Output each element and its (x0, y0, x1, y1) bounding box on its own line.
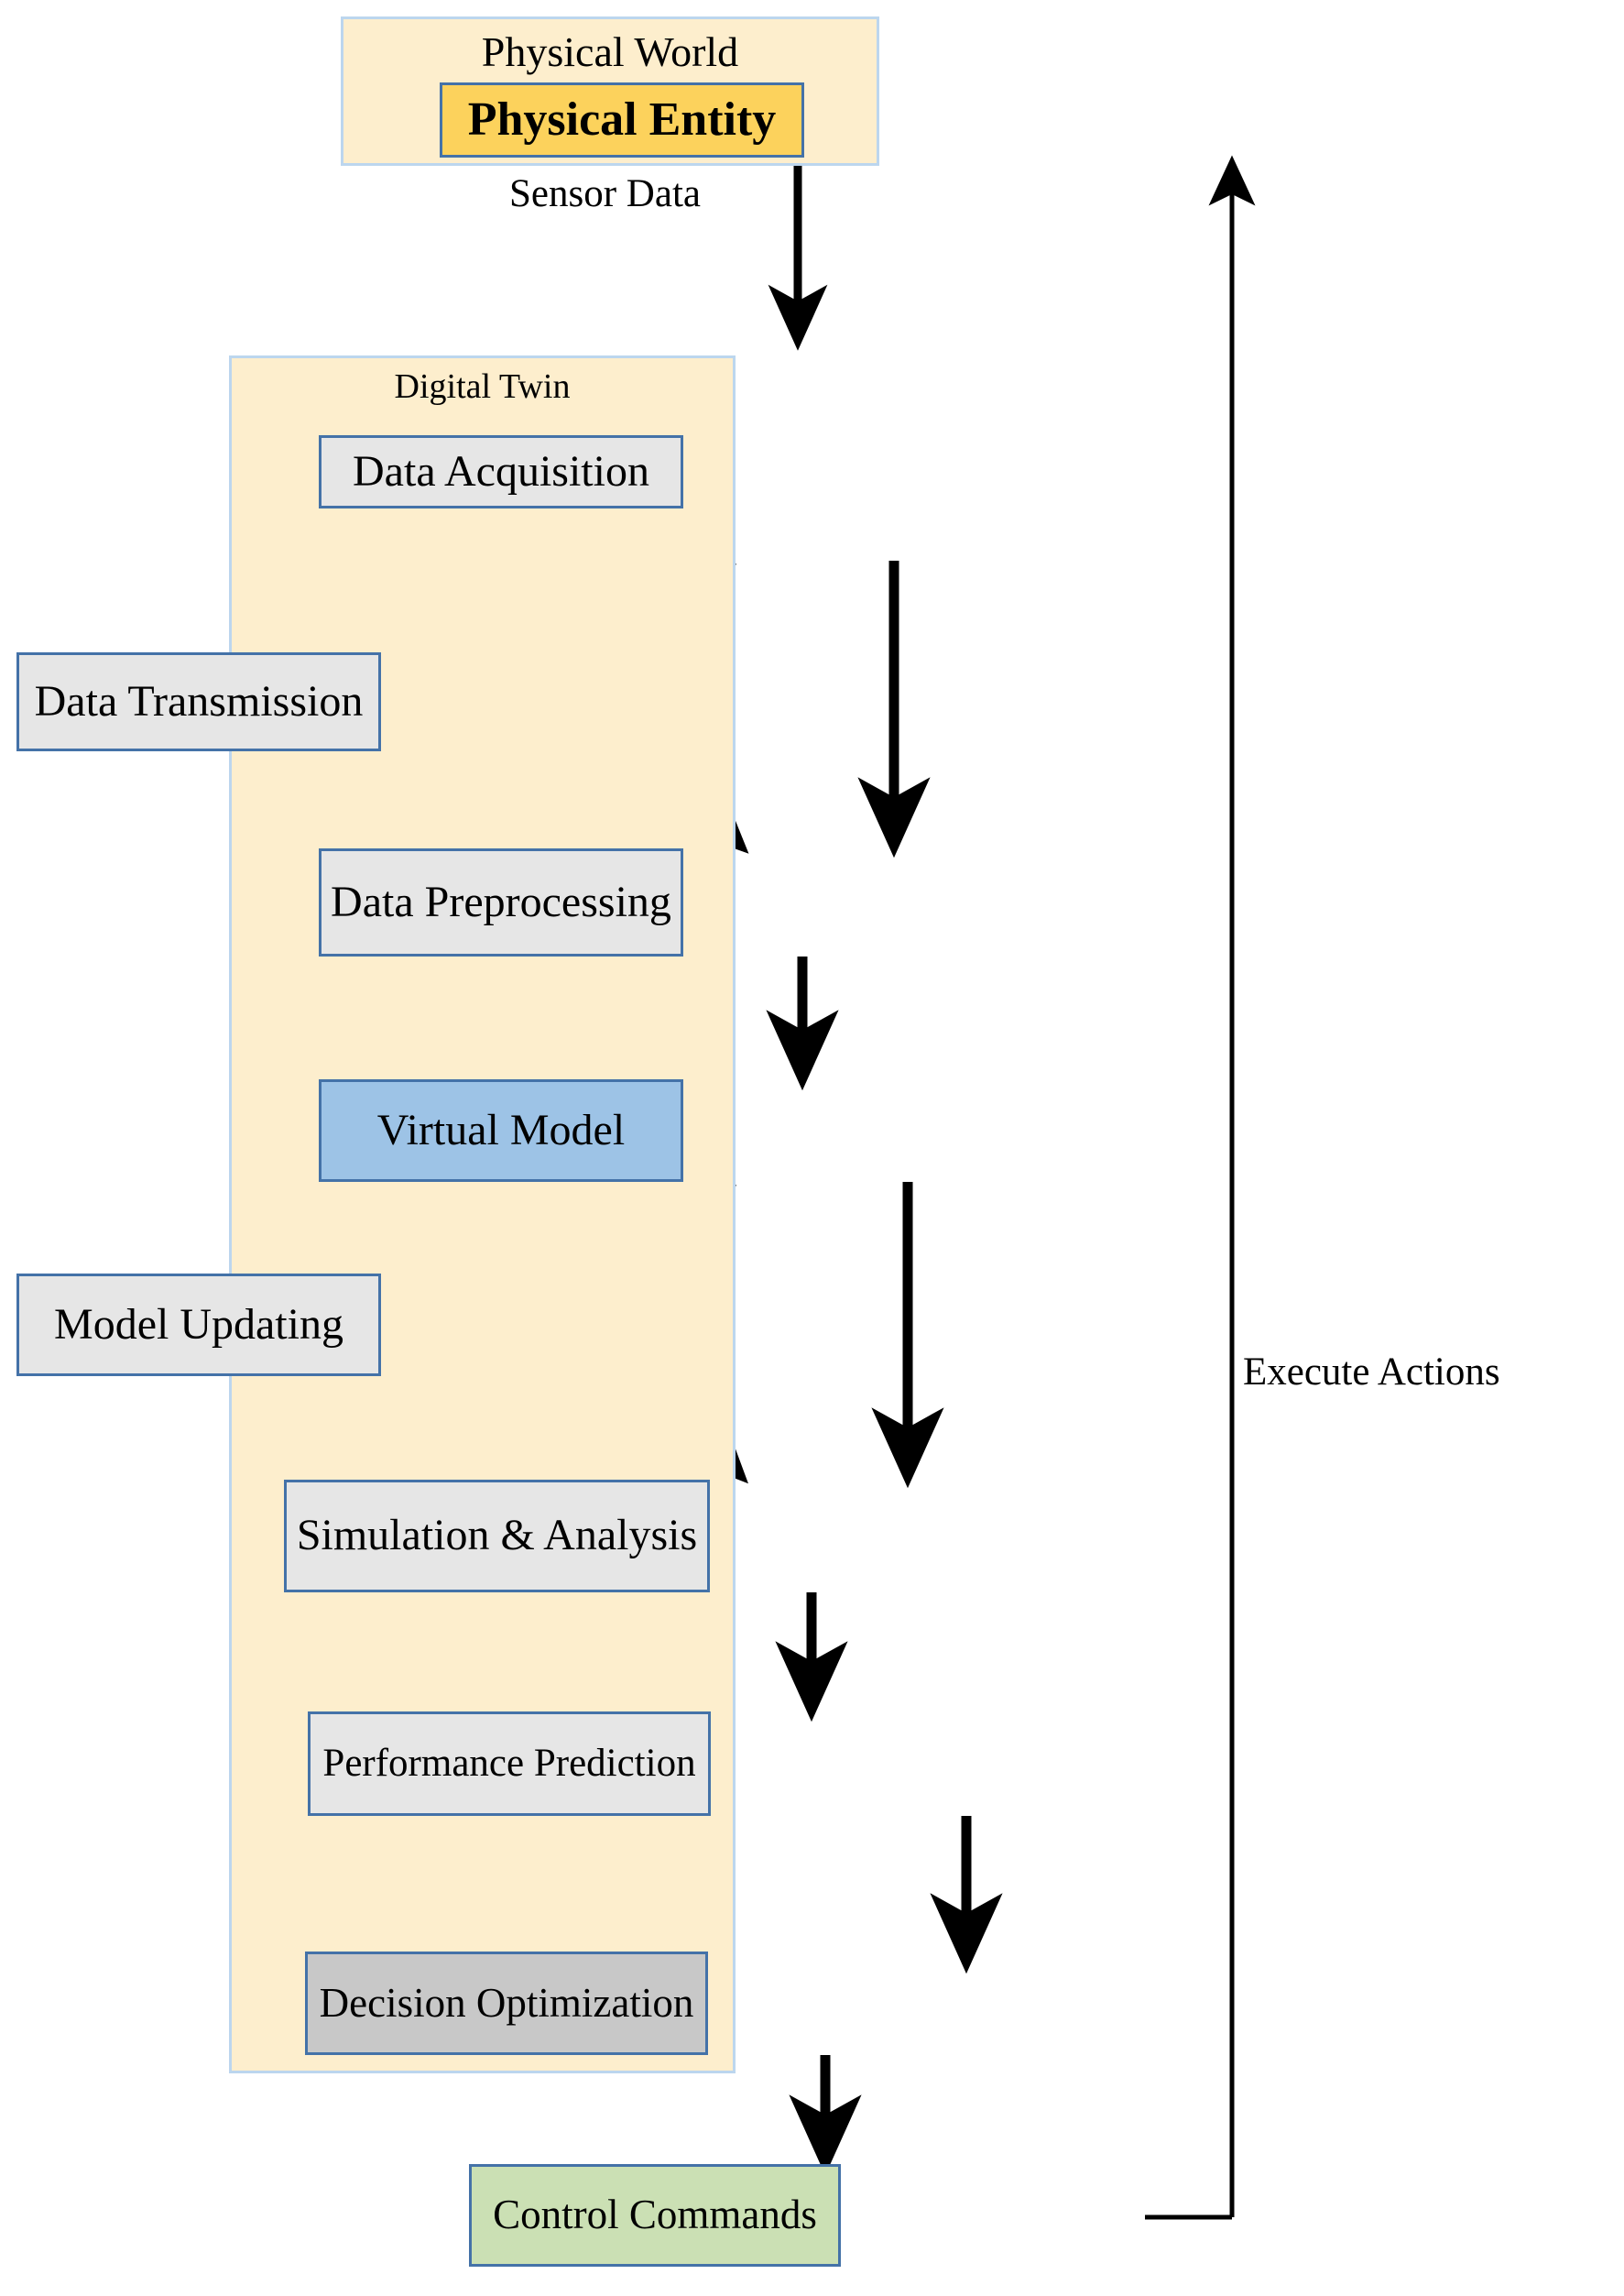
node-data-preprocessing[interactable]: Data Preprocessing (319, 848, 683, 957)
node-physical-entity[interactable]: Physical Entity (440, 82, 804, 158)
edge-label-execute-actions: Execute Actions (1243, 1350, 1500, 1394)
edge-label-sensor-data: Sensor Data (509, 172, 701, 215)
node-data-transmission[interactable]: Data Transmission (16, 652, 381, 751)
node-data-acquisition[interactable]: Data Acquisition (319, 435, 683, 508)
edge-control-commands-to-physical-entity (1145, 155, 1256, 2220)
node-performance-prediction[interactable]: Performance Prediction (308, 1711, 711, 1816)
node-decision-optimization[interactable]: Decision Optimization (305, 1952, 708, 2055)
node-control-commands[interactable]: Control Commands (469, 2164, 841, 2267)
container-physical-world-label: Physical World (481, 28, 739, 75)
node-model-updating[interactable]: Model Updating (16, 1274, 381, 1376)
node-simulation-analysis[interactable]: Simulation & Analysis (284, 1480, 710, 1592)
container-digital-twin-label: Digital Twin (394, 367, 571, 406)
node-virtual-model[interactable]: Virtual Model (319, 1079, 683, 1182)
